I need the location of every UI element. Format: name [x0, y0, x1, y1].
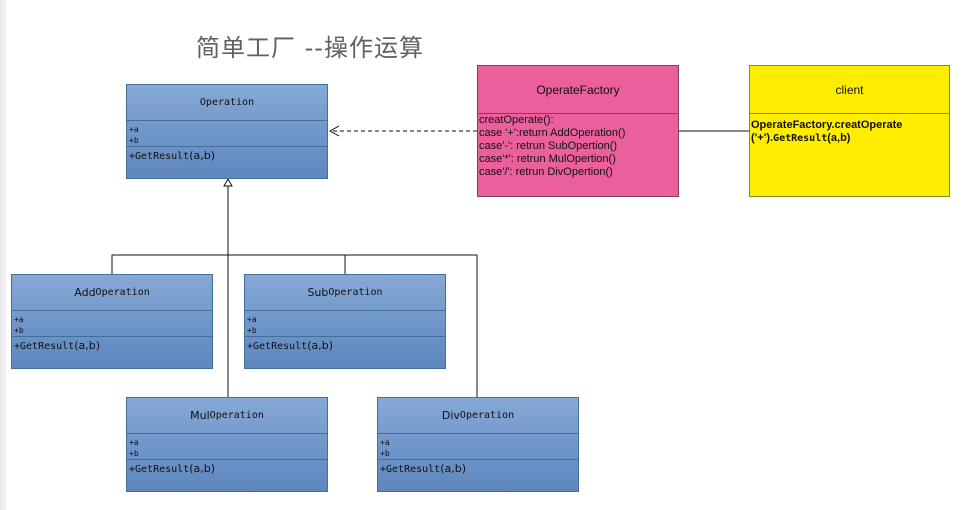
sub-operation-methods: +GetResult(a,b): [247, 339, 334, 352]
div-operation-attributes: +a +b: [378, 434, 578, 460]
operation-class-name: Operation: [127, 85, 327, 121]
client-body: OperateFactory.creatOperate ('+').GetRes…: [750, 114, 949, 145]
inherit-branch-add: [111, 254, 228, 275]
client-class-name: client: [750, 66, 949, 114]
operate-factory-class[interactable]: OperateFactory creatOperate(): case '+':…: [477, 65, 679, 197]
operation-attributes: +a +b: [127, 121, 327, 147]
factory-line: case'*': retrun MulOpertion(): [479, 153, 616, 165]
add-operation-attributes: +a +b: [12, 311, 212, 337]
sub-operation-attributes: +a +b: [245, 311, 445, 337]
factory-line: creatOperate():: [479, 114, 554, 126]
factory-line: case'/': retrun DivOpertion(): [479, 166, 613, 178]
factory-line: case '+':return AddOperation(): [479, 127, 626, 139]
dependency-arrowhead: [328, 125, 340, 137]
factory-line: case'-': retrun SubOpertion(): [479, 140, 618, 152]
inherit-branch-sub: [228, 254, 346, 275]
operation-methods: +GetResult(a,b): [129, 149, 216, 162]
mul-operation-attributes: +a +b: [127, 434, 327, 460]
diagram-title: 简单工厂 --操作运算: [196, 34, 424, 62]
operation-class[interactable]: Operation +a +b +GetResult(a,b): [126, 84, 328, 179]
inherit-branch-div: [345, 254, 478, 398]
client-class[interactable]: client OperateFactory.creatOperate ('+')…: [749, 65, 950, 197]
inherit-arrowhead: [223, 177, 233, 187]
add-operation-methods: +GetResult(a,b): [14, 339, 101, 352]
operate-factory-body: creatOperate(): case '+':return AddOpera…: [478, 114, 678, 179]
left-edge-shadow: [0, 0, 7, 510]
client-line-1: OperateFactory.creatOperate: [751, 119, 903, 131]
client-line-2: ('+').GetResult(a,b): [751, 132, 851, 144]
operate-factory-class-name: OperateFactory: [478, 66, 678, 114]
div-operation-methods: +GetResult(a,b): [380, 462, 467, 475]
mul-operation-methods: +GetResult(a,b): [129, 462, 216, 475]
